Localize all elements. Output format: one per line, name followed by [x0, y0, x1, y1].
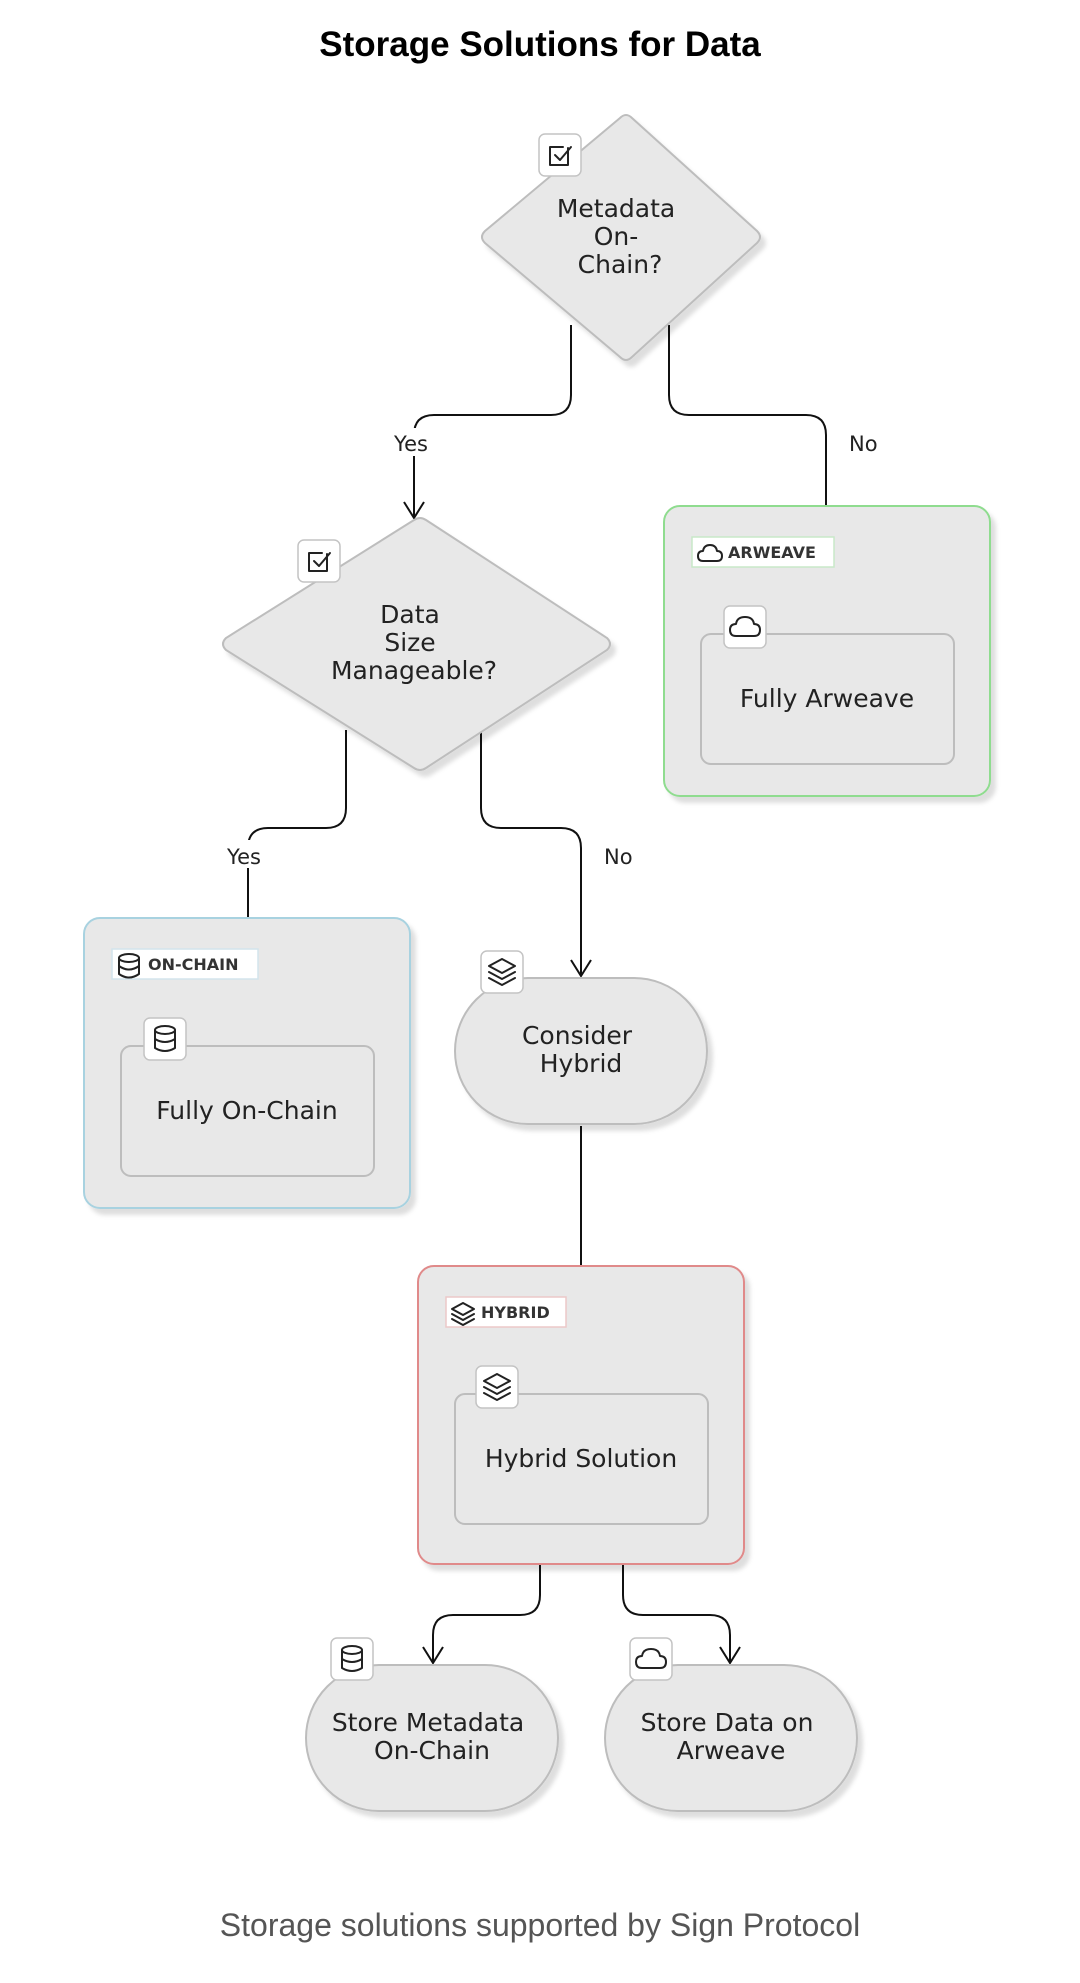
- cloud-icon: [629, 1637, 673, 1681]
- database-icon: [118, 953, 140, 979]
- database-icon: [330, 1637, 374, 1681]
- edge-hybrid-to-store-data-arrowhead: [719, 1646, 741, 1665]
- svg-text:Consider Hybrid: Consider Hybrid: [522, 1021, 640, 1078]
- node-fully-arweave-label: Fully Arweave: [740, 684, 914, 713]
- node-store-data-line-1: Store Data on: [641, 1708, 814, 1737]
- edge-q1-yes-arrowhead: [403, 501, 425, 520]
- group-label-arweave: ARWEAVE: [728, 543, 816, 562]
- group-hybrid: HYBRID Hybrid Solution: [417, 1265, 745, 1565]
- checkbox-icon: [538, 133, 582, 177]
- node-consider-hybrid-line-2: Hybrid: [540, 1049, 623, 1078]
- edge-label-q2-no: No: [604, 845, 633, 869]
- decision-data-size-line-1: Data: [380, 600, 440, 629]
- svg-text:Data Size Manageab: Data Size Manageable?: [331, 600, 497, 685]
- node-consider-hybrid-line-1: Consider: [522, 1021, 633, 1050]
- edge-hybrid-to-store-data: [622, 1524, 731, 1663]
- group-on-chain: ON-CHAIN Fully On-Chain: [83, 917, 411, 1209]
- decision-metadata-line-1: Metadata: [557, 194, 675, 223]
- edge-q2-no-arrowhead: [570, 959, 592, 978]
- edge-q2-no: [480, 730, 582, 976]
- cloud-icon: [697, 544, 723, 562]
- node-hybrid-solution: [454, 1393, 709, 1525]
- node-store-data-line-2: Arweave: [677, 1736, 786, 1765]
- node-fully-arweave: [700, 633, 955, 765]
- edge-label-q2-yes: Yes: [226, 845, 261, 869]
- edge-hybrid-to-store-metadata: [432, 1524, 541, 1663]
- edge-label-q1-yes: Yes: [393, 432, 428, 456]
- database-icon: [143, 1017, 187, 1061]
- layers-icon: [475, 1365, 519, 1409]
- node-store-metadata-line-1: Store Metadata: [332, 1708, 524, 1737]
- edge-label-bg: [384, 428, 440, 456]
- decision-metadata-line-3: Chain?: [578, 250, 663, 279]
- group-label-on-chain: ON-CHAIN: [148, 955, 239, 974]
- layers-icon: [480, 950, 524, 994]
- layers-icon: [451, 1302, 475, 1326]
- edge-q1-yes: [413, 325, 572, 518]
- decision-data-size-line-2: Size: [384, 628, 435, 657]
- svg-text:Store Data on Arweave: Store Data on Arweave: [641, 1708, 822, 1765]
- edge-hybrid-to-store-metadata-arrowhead: [422, 1646, 444, 1665]
- group-arweave: ARWEAVE Fully Arweave: [663, 505, 991, 797]
- diagram-title: Storage Solutions for Data: [319, 25, 761, 64]
- group-label-hybrid: HYBRID: [481, 1303, 550, 1322]
- decision-metadata-on-chain: Metadata On- Chain?: [481, 114, 761, 361]
- node-hybrid-solution-label: Hybrid Solution: [485, 1444, 677, 1473]
- node-fully-on-chain-label: Fully On-Chain: [156, 1096, 337, 1125]
- node-store-metadata-line-2: On-Chain: [374, 1736, 490, 1765]
- node-fully-on-chain: [120, 1045, 375, 1177]
- decision-metadata-line-2: On-: [594, 222, 639, 251]
- edge-q1-no: [668, 325, 827, 633]
- decision-data-size: Data Size Manageable?: [222, 517, 611, 771]
- edge-q2-yes: [247, 730, 347, 1046]
- node-store-data: Store Data on Arweave: [604, 1664, 858, 1812]
- edge-label-bg: [218, 840, 274, 868]
- svg-text:Store Metadata On-Chain: Store Metadata On-Chain: [332, 1708, 532, 1765]
- diagram-caption: Storage solutions supported by Sign Prot…: [220, 1907, 860, 1943]
- checkbox-icon: [297, 539, 341, 583]
- cloud-icon: [723, 605, 767, 649]
- svg-text:Metadata On- Chain: Metadata On- Chain?: [557, 194, 683, 279]
- node-store-metadata: Store Metadata On-Chain: [305, 1664, 559, 1812]
- edge-label-q1-no: No: [849, 432, 878, 456]
- node-consider-hybrid: Consider Hybrid: [454, 977, 708, 1125]
- decision-data-size-line-3: Manageable?: [331, 656, 497, 685]
